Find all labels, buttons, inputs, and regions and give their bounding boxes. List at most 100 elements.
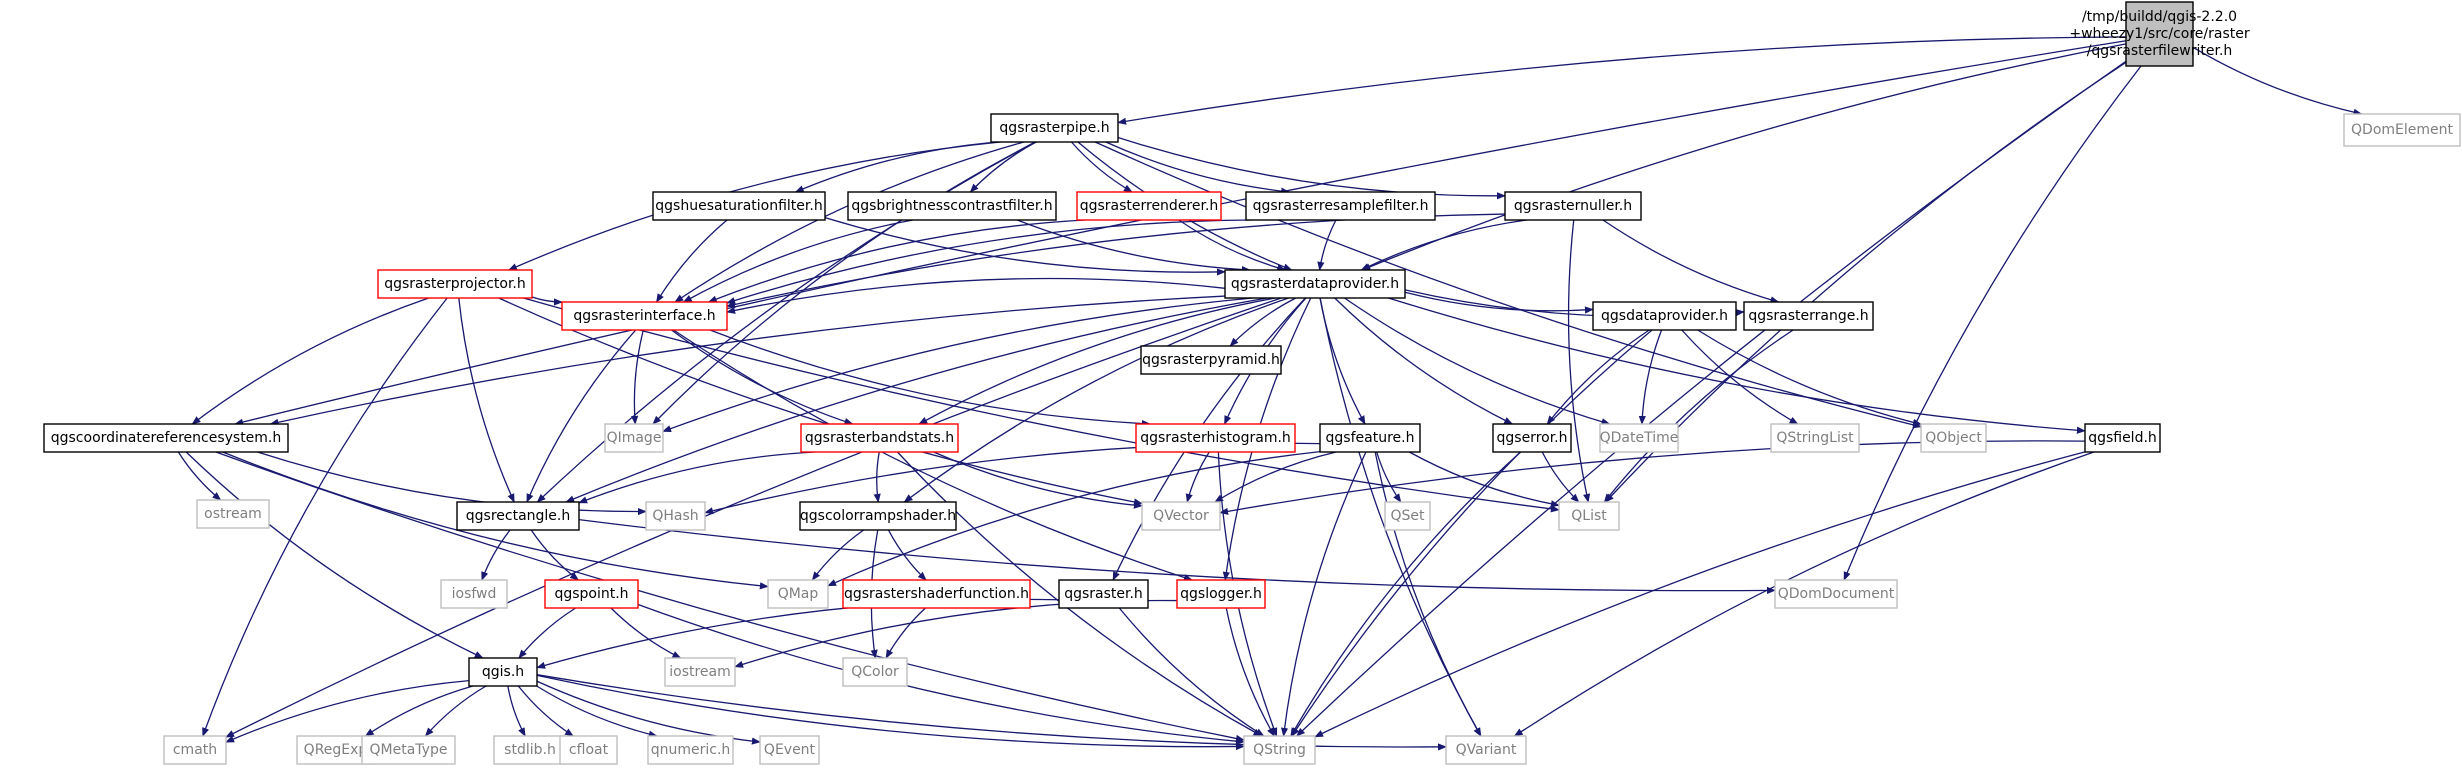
node-qgis[interactable]: qgis.h [468,657,538,687]
node-label-qgsfeature: qgsfeature.h [1326,430,1415,446]
node-qgsrasternuller[interactable]: qgsrasternuller.h [1504,191,1642,221]
node-qgslogger[interactable]: qgslogger.h [1176,579,1266,609]
node-qstring: QString [1243,735,1316,765]
edge-root-to-qstring [1296,60,2127,737]
edge-qgscolorrampshader-to-qmap [811,529,865,581]
edge-qgsfeature-to-qstring [1280,451,1367,737]
node-qvariant: QVariant [1445,735,1527,765]
edge-qgsbrightnesscontrastfilter-to-qgsrasterdataprovider [1016,219,1251,274]
node-ostream: ostream [196,499,270,529]
edge-qgsrasterpipe-to-qgsrasterprojector [507,141,1001,271]
node-label-qgsdataprovider: qgsdataprovider.h [1601,308,1728,324]
node-qgshuesaturationfilter[interactable]: qgshuesaturationfilter.h [652,191,826,221]
node-qgsrasterhistogram[interactable]: qgsrasterhistogram.h [1135,423,1296,453]
node-box-qobject [1920,423,1987,453]
node-label-qregexp: QRegExp [304,742,368,758]
node-qgsrasterdataprovider[interactable]: qgsrasterdataprovider.h [1224,269,1406,299]
edge-qgsrasterdataprovider-to-qgsrectangle [565,297,1268,503]
node-qgsfield[interactable]: qgsfield.h [2084,423,2161,453]
node-label-root: /qgsrasterfilewriter.h [2087,43,2233,59]
edge-qgsdataprovider-to-qstringlist [1681,329,1799,425]
node-box-root [2125,1,2194,67]
node-label-qvariant: QVariant [1456,742,1517,758]
node-qgsrasterpyramid[interactable]: qgsrasterpyramid.h [1140,345,1282,375]
edge-qgsrasterrange-to-qlist [1603,329,1794,503]
edge-qgsrasterdataprovider-to-qgsfeature [1319,297,1366,425]
edge-qgsrectangle-to-qgspoint [530,529,580,581]
node-qgspoint[interactable]: qgspoint.h [544,579,639,609]
node-box-iosfwd [440,579,508,609]
node-box-ostream [196,499,270,529]
edge-layer [177,36,2363,751]
node-box-qregexp [296,735,375,765]
node-qgsrasterbandstats[interactable]: qgsrasterbandstats.h [800,423,959,453]
node-qgsrasterinterface[interactable]: qgsrasterinterface.h [561,301,728,331]
edge-qgsrasterdataprovider-to-qgsrasterpyramid [1229,297,1297,347]
node-qdatetime: QDateTime [1599,423,1679,453]
edge-qgis-to-cfloat [517,685,574,737]
edge-qgsrasterinterface-to-qimage [631,329,644,425]
edge-qgserror-to-qlist [1541,451,1580,503]
edge-qgspoint-to-qgis [518,607,576,659]
node-label-qstring: QString [1253,742,1306,758]
node-qstringlist: QStringList [1770,423,1860,453]
edge-qgsdataprovider-to-qstring [1291,329,1653,737]
edge-qgsrasterbandstats-to-qvector [933,451,1143,509]
node-box-qgshuesaturationfilter [652,191,826,221]
node-qgsrasterrenderer[interactable]: qgsrasterrenderer.h [1076,191,1222,221]
node-box-qgsrasterinterface [561,301,728,331]
edge-root-to-qdomdocument [1843,65,2142,581]
node-box-qimage [604,423,664,453]
edge-qgsrasterdataprovider-to-qgscoordinatereferencesystem [269,295,1226,426]
node-qgsrectangle[interactable]: qgsrectangle.h [456,501,580,531]
node-label-qobject: QObject [1925,430,1982,446]
edge-qgsrasterdataprovider-to-qgsrasterbandstats [918,297,1276,425]
node-root[interactable]: /tmp/buildd/qgis-2.2.0+wheezy1/src/core/… [2069,1,2250,67]
node-box-qgsrasterprojector [377,269,533,299]
node-qgserror[interactable]: qgserror.h [1492,423,1572,453]
edge-qgsrasterprojector-to-cmath [202,297,448,737]
node-qcolor: QColor [842,657,908,687]
edge-qgis-to-qmetatype [424,685,487,737]
node-box-qgscolorrampshader [799,501,957,531]
edge-qgsrasterbandstats-to-qgsrectangle [578,451,815,504]
edge-qgsrasterprojector-to-qgscoordinatereferencesystem [191,297,429,425]
node-qgsrasterrange[interactable]: qgsrasterrange.h [1743,301,1874,331]
edge-qgsrasterprojector-to-qgsrasterinterface [531,296,563,306]
node-label-qgsrasterpipe: qgsrasterpipe.h [999,120,1109,136]
edge-qgsfeature-to-qlist [1408,451,1560,508]
edge-qgis-to-qstring [536,674,1245,751]
node-box-qcolor [842,657,908,687]
node-label-qmap: QMap [778,586,819,602]
node-box-qlist [1558,501,1620,531]
node-qgsrasterresamplefilter[interactable]: qgsrasterresamplefilter.h [1245,191,1436,221]
edge-qgis-to-stdlib [507,685,526,737]
edge-qgsrasterpipe-to-qgsrasterinterface [674,141,1025,303]
edge-qgspoint-to-qstring [637,603,1245,745]
node-box-qgscoordinatereferencesystem [43,423,289,453]
edge-qgsfield-to-qstring [1314,451,2086,738]
node-label-qgsrasterbandstats: qgsrasterbandstats.h [805,430,954,446]
node-box-qset [1384,501,1431,531]
node-qgsrasterpipe[interactable]: qgsrasterpipe.h [990,113,1119,143]
node-label-qgspoint: qgspoint.h [554,586,628,602]
node-box-qgsdataprovider [1592,301,1737,331]
edge-qgsrasterinterface-to-qgsrectangle [526,329,637,503]
edge-qgsrasterhistogram-to-qvector [1185,451,1210,503]
edge-qgsrasterdataprovider-to-qgscolorrampshader [903,297,1289,503]
node-qgsrasterprojector[interactable]: qgsrasterprojector.h [377,269,533,299]
node-qgscoordinatereferencesystem[interactable]: qgscoordinatereferencesystem.h [43,423,289,453]
edge-qgsrasterdataprovider-to-qgsfield [1388,297,2086,434]
node-qgsfeature[interactable]: qgsfeature.h [1319,423,1421,453]
node-label-cfloat: cfloat [569,742,609,758]
node-iosfwd: iosfwd [440,579,508,609]
node-qgsrastershaderfunction[interactable]: qgsrastershaderfunction.h [842,579,1031,609]
node-qgsdataprovider[interactable]: qgsdataprovider.h [1592,301,1737,331]
node-box-qgsrasterpyramid [1140,345,1282,375]
node-cmath: cmath [163,735,227,765]
node-label-qgsrasterinterface: qgsrasterinterface.h [573,308,715,324]
node-label-qdomdocument: QDomDocument [1778,586,1895,602]
node-qgsraster[interactable]: qgsraster.h [1058,579,1149,609]
node-qgsbrightnesscontrastfilter[interactable]: qgsbrightnesscontrastfilter.h [847,191,1057,221]
node-qgscolorrampshader[interactable]: qgscolorrampshader.h [799,501,957,531]
